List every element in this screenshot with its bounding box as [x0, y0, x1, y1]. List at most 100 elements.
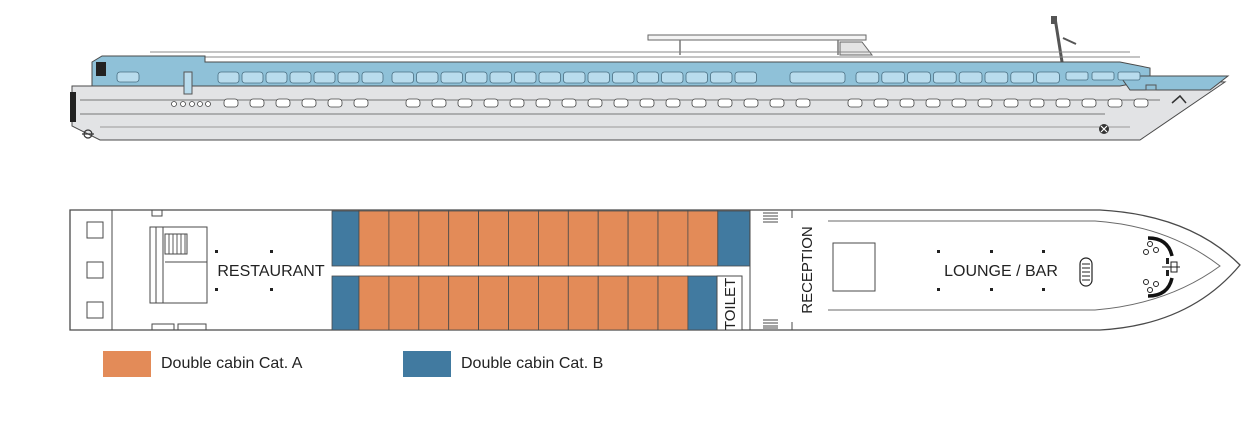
porthole — [431, 98, 447, 108]
window — [538, 71, 561, 84]
cabin-cat-a[interactable] — [478, 210, 509, 267]
porthole — [189, 101, 195, 107]
stern-hatches — [86, 221, 104, 319]
window — [907, 71, 931, 84]
toilet-room[interactable] — [716, 275, 743, 331]
window — [1065, 71, 1089, 81]
porthole — [795, 98, 811, 108]
porthole — [327, 98, 343, 108]
staircase-icon — [164, 233, 188, 255]
cabin-cat-a[interactable] — [567, 275, 599, 331]
porthole — [205, 101, 211, 107]
bow-flag-icon — [1171, 94, 1187, 104]
window — [1117, 71, 1141, 81]
window — [416, 71, 439, 84]
porthole — [1081, 98, 1097, 108]
porthole — [1003, 98, 1019, 108]
lounge-label: LOUNGE / BAR — [944, 263, 1058, 280]
window — [734, 71, 757, 84]
cabin-cat-a[interactable] — [687, 210, 719, 267]
cabin-cat-a[interactable] — [538, 210, 569, 267]
window — [337, 71, 360, 84]
porthole — [197, 101, 203, 107]
porthole — [899, 98, 915, 108]
reception-label: RECEPTION — [799, 226, 816, 314]
ship-side-profile — [70, 16, 1230, 141]
cabin-cat-a[interactable] — [657, 210, 689, 267]
cabin-cat-a[interactable] — [358, 210, 390, 267]
deck-plan: RESTAURANT TOILET RECEPTION LOUNGE / BAR — [69, 209, 1241, 331]
cabin-cat-a[interactable] — [358, 275, 390, 331]
porthole — [249, 98, 265, 108]
cabin-cat-a[interactable] — [567, 210, 599, 267]
porthole — [587, 98, 603, 108]
bar-counter-icon — [1079, 257, 1093, 287]
porthole — [223, 98, 239, 108]
cabin-cat-a[interactable] — [597, 275, 629, 331]
cabin-cat-a[interactable] — [418, 275, 450, 331]
porthole — [951, 98, 967, 108]
cabin-cat-a[interactable] — [478, 275, 509, 331]
porthole — [1107, 98, 1123, 108]
cabin-row-lower — [331, 275, 718, 331]
cabin-cat-a[interactable] — [448, 210, 480, 267]
porthole — [665, 98, 681, 108]
window — [514, 71, 537, 84]
cabin-cat-a[interactable] — [508, 210, 539, 267]
cabin-cat-a[interactable] — [388, 275, 420, 331]
porthole — [1029, 98, 1045, 108]
cabin-cat-b[interactable] — [331, 210, 360, 267]
window — [265, 71, 288, 84]
cabin-cat-a[interactable] — [597, 210, 629, 267]
cabin-row-upper — [331, 210, 751, 267]
hull — [71, 79, 1227, 141]
legend-item-cat-b: Double cabin Cat. B — [403, 350, 603, 378]
cabin-cat-a[interactable] — [627, 275, 659, 331]
anchor-icon — [1099, 124, 1109, 134]
window — [636, 71, 659, 84]
window — [685, 71, 708, 84]
window — [855, 71, 880, 84]
cabin-cat-a[interactable] — [508, 275, 539, 331]
porthole — [873, 98, 889, 108]
porthole — [743, 98, 759, 108]
window — [933, 71, 957, 84]
window — [489, 71, 512, 84]
galley-block — [149, 209, 208, 331]
cabin-cat-a[interactable] — [627, 210, 659, 267]
porthole — [977, 98, 993, 108]
cabin-cat-a[interactable] — [657, 275, 689, 331]
porthole — [301, 98, 317, 108]
window — [984, 71, 1009, 84]
window — [881, 71, 905, 84]
cabin-cat-b[interactable] — [717, 210, 751, 267]
legend-swatch-cat-b — [403, 351, 451, 377]
porthole — [925, 98, 941, 108]
porthole — [483, 98, 499, 108]
toilet-label: TOILET — [722, 278, 739, 330]
cabin-cat-b[interactable] — [331, 275, 360, 331]
porthole — [171, 101, 177, 107]
window — [116, 71, 140, 83]
window — [361, 71, 384, 84]
cabin-cat-a[interactable] — [538, 275, 569, 331]
cabin-cat-b[interactable] — [687, 275, 718, 331]
window — [217, 71, 240, 84]
porthole — [717, 98, 733, 108]
upper-windows — [116, 71, 1141, 84]
porthole — [509, 98, 525, 108]
cabin-cat-a[interactable] — [448, 275, 480, 331]
restaurant-label: RESTAURANT — [217, 263, 324, 280]
legend-label-cat-b: Double cabin Cat. B — [461, 355, 604, 372]
window — [313, 71, 336, 84]
porthole — [180, 101, 186, 107]
porthole — [639, 98, 655, 108]
legend-item-cat-a: Double cabin Cat. A — [103, 350, 302, 378]
porthole — [1055, 98, 1071, 108]
porthole — [613, 98, 629, 108]
legend-label-cat-a: Double cabin Cat. A — [161, 355, 303, 372]
cabin-cat-a[interactable] — [418, 210, 450, 267]
window — [661, 71, 684, 84]
stairs-upper-icon — [763, 212, 778, 223]
cabin-cat-a[interactable] — [388, 210, 420, 267]
